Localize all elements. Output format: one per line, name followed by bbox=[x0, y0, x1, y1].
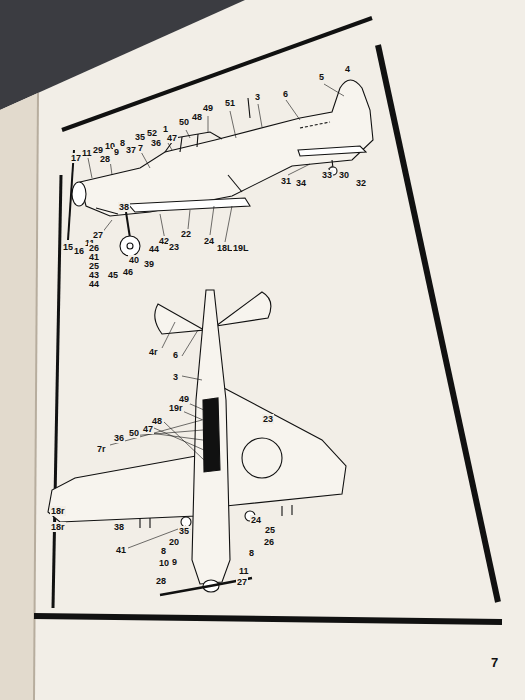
callout-number: 18r bbox=[50, 522, 66, 532]
callout-number: 50 bbox=[178, 117, 190, 127]
callout-number: 8 bbox=[248, 548, 255, 558]
callout-number: 38 bbox=[113, 522, 125, 532]
callout-number: 19r bbox=[168, 403, 184, 413]
page-fold bbox=[34, 93, 38, 700]
callout-number: 24 bbox=[203, 236, 215, 246]
callout-number: 35 bbox=[178, 526, 190, 536]
callout-number: 28 bbox=[99, 154, 111, 164]
callout-number: 37 bbox=[125, 145, 137, 155]
callout-number: 20 bbox=[168, 537, 180, 547]
callout-number: 11 bbox=[238, 566, 250, 576]
callout-number: 6 bbox=[172, 350, 179, 360]
callout-number: 23 bbox=[262, 414, 274, 424]
callout-number: 24 bbox=[250, 515, 262, 525]
callout-number: 52 bbox=[146, 128, 158, 138]
callout-number: 49 bbox=[202, 103, 214, 113]
callout-number: 30 bbox=[338, 170, 350, 180]
callout-number: 35 bbox=[134, 132, 146, 142]
facing-page bbox=[0, 93, 38, 700]
callout-number: 38 bbox=[118, 202, 130, 212]
callout-number: 46 bbox=[122, 267, 134, 277]
callout-number: 51 bbox=[224, 98, 236, 108]
callout-number: 7 bbox=[137, 143, 144, 153]
callout-number: 49 bbox=[178, 394, 190, 404]
callout-number: 8 bbox=[160, 546, 167, 556]
callout-number: 9 bbox=[171, 557, 178, 567]
callout-number: 5 bbox=[318, 72, 325, 82]
callout-number: 47 bbox=[166, 133, 178, 143]
leader-lines bbox=[110, 322, 204, 548]
callout-number: 7r bbox=[96, 444, 107, 454]
leader-lines bbox=[88, 84, 344, 242]
callout-number: 10 bbox=[158, 558, 170, 568]
callout-number: 34 bbox=[295, 178, 307, 188]
side-view bbox=[68, 80, 373, 256]
frame bbox=[34, 18, 502, 622]
callout-number: 32 bbox=[355, 178, 367, 188]
callout-number: 11 bbox=[81, 148, 93, 158]
callout-number: 41 bbox=[115, 545, 127, 555]
callout-number: 33 bbox=[321, 170, 333, 180]
callout-number: 6 bbox=[282, 89, 289, 99]
callout-number: 31 bbox=[280, 176, 292, 186]
page-number: 7 bbox=[490, 656, 499, 670]
callout-number: 19L bbox=[232, 243, 250, 253]
callout-number: 18L bbox=[216, 243, 234, 253]
callout-number: 4 bbox=[344, 64, 351, 74]
top-view bbox=[48, 290, 346, 595]
callout-number: 27 bbox=[236, 577, 248, 587]
callout-number: 47 bbox=[142, 424, 154, 434]
callout-number: 50 bbox=[128, 428, 140, 438]
callout-number: 22 bbox=[180, 229, 192, 239]
callout-number: 3 bbox=[172, 372, 179, 382]
callout-number: 25 bbox=[264, 525, 276, 535]
callout-number: 44 bbox=[88, 279, 100, 289]
callout-number: 48 bbox=[191, 112, 203, 122]
callout-number: 18r bbox=[50, 506, 66, 516]
callout-number: 36 bbox=[113, 433, 125, 443]
callout-number: 4r bbox=[148, 347, 159, 357]
callout-number: 39 bbox=[143, 259, 155, 269]
callout-number: 40 bbox=[128, 255, 140, 265]
callout-number: 45 bbox=[107, 270, 119, 280]
callout-number: 27 bbox=[92, 230, 104, 240]
callout-number: 36 bbox=[150, 138, 162, 148]
callout-number: 23 bbox=[168, 242, 180, 252]
callout-number: 3 bbox=[254, 92, 261, 102]
callout-number: 9 bbox=[113, 147, 120, 157]
callout-number: 26 bbox=[263, 537, 275, 547]
callout-number: 28 bbox=[155, 576, 167, 586]
